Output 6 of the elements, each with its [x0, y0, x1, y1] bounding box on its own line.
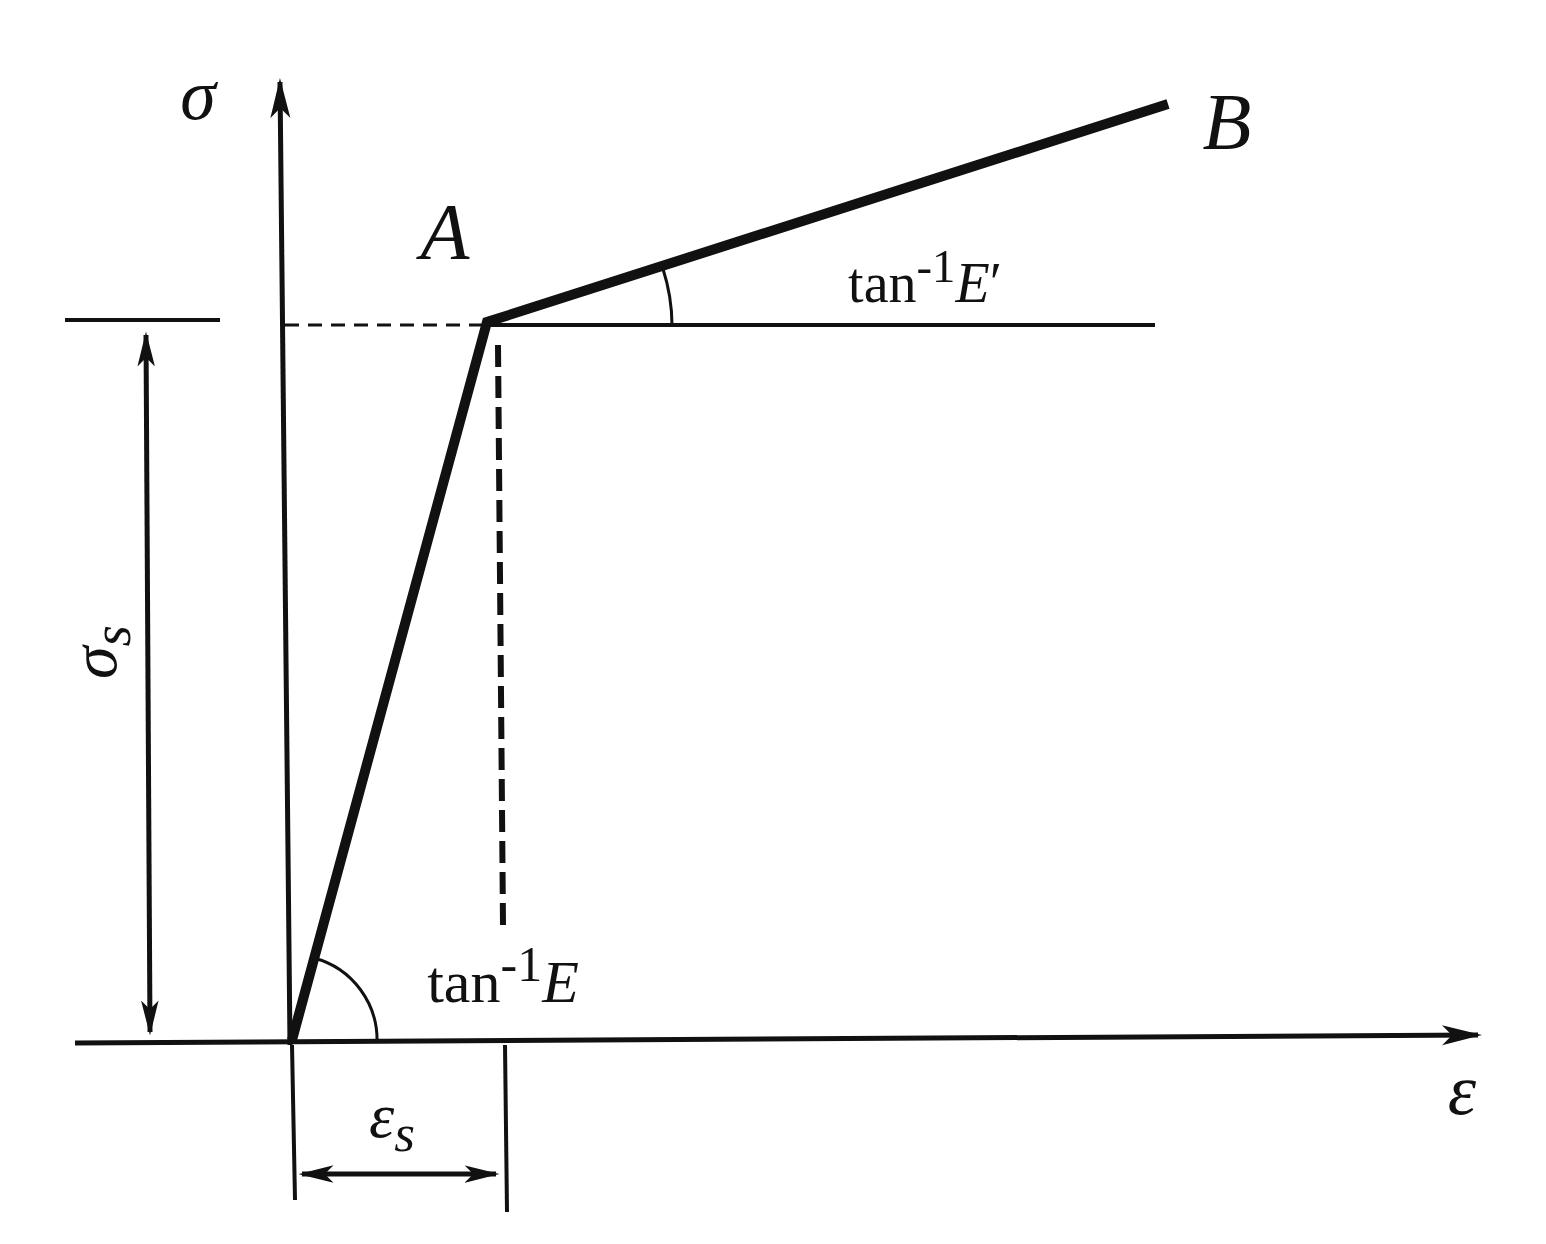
axis-label: σ [180, 59, 216, 131]
point-label: B [1202, 82, 1252, 162]
slope-label: tan$^{-1}$E [427, 938, 579, 1012]
dimension-label: ε$_{s}$ [369, 1083, 415, 1161]
axis-label: ε [1447, 1054, 1477, 1126]
slope-label: tan$^{-1}$E′ [848, 243, 1002, 311]
